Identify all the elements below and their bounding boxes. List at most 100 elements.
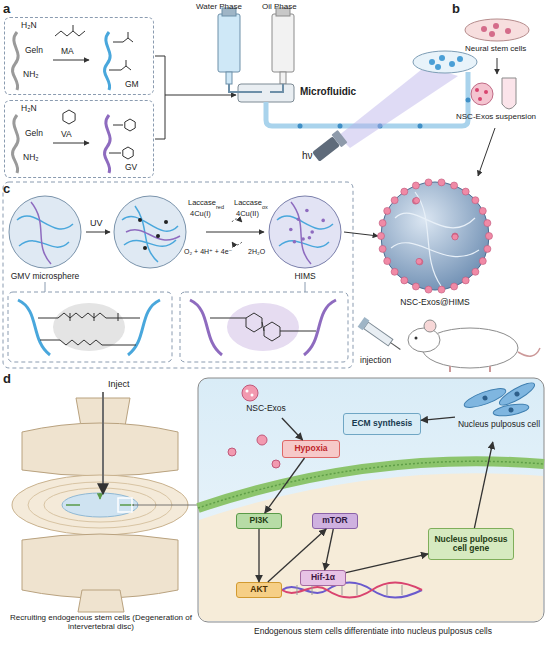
illustration-shape — [132, 505, 198, 506]
panel-letter: c — [3, 182, 10, 196]
illustration-shape — [272, 460, 280, 468]
illustration-shape — [118, 498, 132, 512]
gene-box: Nucleus pulposus cell gene — [428, 528, 514, 560]
illustration-shape — [18, 300, 50, 355]
illustration-shape — [450, 366, 490, 372]
illustration-shape — [492, 402, 529, 418]
pathway-box: Hypoxia — [282, 440, 340, 458]
annotation: Recruiting endogenous stem cells (Degene… — [4, 614, 198, 632]
illustration-shape — [408, 328, 440, 352]
panel-letter: Microfluidic — [300, 86, 356, 97]
illustration-shape — [416, 259, 422, 265]
exosome: NSC-Exos — [238, 384, 294, 418]
illustration-shape — [479, 258, 486, 265]
flow-arrow — [344, 232, 378, 236]
illustration-shape — [465, 19, 529, 41]
illustration-shape — [301, 237, 305, 241]
illustration-shape — [55, 25, 85, 36]
illustration-shape — [472, 197, 479, 204]
catechol-crosslink — [180, 292, 348, 362]
annotation: Endogenous stem cells differentiate into… — [202, 627, 544, 636]
node-text: Hypoxia — [294, 444, 327, 453]
illustration-shape — [321, 219, 325, 223]
illustration-shape — [165, 95, 236, 96]
annotation: NSC-Exos suspension — [456, 113, 536, 122]
laccase-cycle — [206, 219, 264, 245]
loaded-microsphere-shape — [375, 178, 495, 312]
illustration-shape — [53, 143, 89, 144]
illustration-shape — [226, 72, 232, 84]
illustration-shape — [269, 196, 341, 268]
spine — [12, 392, 198, 612]
illustration-shape — [128, 300, 160, 355]
annotation: Neural stem cells — [465, 45, 526, 54]
node-text: Nucleus pulposus cell gene — [429, 535, 513, 554]
illustration-shape — [277, 216, 333, 247]
node-text: NSC-Exos@HIMS — [375, 298, 495, 307]
node-text: HIMS — [260, 272, 350, 281]
illustration-shape — [391, 268, 398, 275]
illustration-shape — [242, 385, 258, 401]
illustration-shape — [198, 378, 544, 622]
illustration-shape — [493, 23, 499, 29]
illustration-shape — [489, 31, 495, 37]
node-text: ECM synthesis — [352, 419, 412, 428]
node-text: GV — [125, 163, 137, 172]
illustration-shape — [492, 402, 529, 418]
annotation: 2H₂O — [248, 248, 265, 256]
reaction-box: H₂NGelnNH₂VAGV — [4, 100, 154, 178]
illustration-shape — [38, 313, 140, 345]
illustration-shape — [232, 242, 242, 245]
illustration-shape — [297, 217, 301, 221]
illustration-shape — [305, 209, 309, 213]
illustration-shape — [297, 585, 402, 595]
illustration-shape — [514, 391, 521, 398]
illustration-shape — [391, 192, 479, 286]
illustration-shape — [452, 233, 458, 239]
cell-group-shape — [455, 384, 543, 442]
illustration-shape — [451, 182, 458, 189]
ecm-box: ECM synthesis — [343, 413, 421, 435]
illustration-shape — [62, 493, 138, 517]
illustration-shape — [125, 119, 135, 131]
annotation: red — [216, 204, 224, 210]
illustration-shape — [104, 32, 110, 90]
illustration-shape — [438, 179, 445, 186]
illustration-shape — [384, 258, 391, 265]
illustration-shape — [412, 182, 419, 189]
illustration-shape — [104, 115, 110, 173]
illustration-shape — [378, 233, 385, 240]
light-lamp — [311, 66, 458, 163]
illustration-shape — [180, 292, 348, 362]
annotation: Laccase — [234, 199, 262, 207]
annotation: Oil Phase — [262, 3, 297, 12]
illustration-shape — [138, 218, 142, 222]
illustration-shape — [379, 220, 386, 227]
illustration-shape — [518, 348, 540, 356]
cell-group: Nucleus pulposus cell — [455, 384, 543, 442]
pathway-arrow — [282, 418, 303, 440]
illustration-shape — [438, 286, 445, 293]
illustration-shape — [478, 97, 482, 101]
pathway-arrow — [325, 529, 334, 570]
illustration-shape — [190, 300, 222, 355]
illustration-shape — [246, 313, 262, 332]
annotation: Inject — [108, 380, 130, 390]
illustration-shape — [66, 493, 134, 505]
pathway-box: PI3K — [236, 513, 282, 529]
node-text: MA — [61, 47, 74, 56]
illustration-shape — [462, 188, 469, 195]
flow-arrow — [497, 58, 498, 74]
illustration-shape — [418, 124, 423, 129]
illustration-shape — [308, 236, 312, 240]
illustration-shape — [381, 182, 489, 290]
pathway-box: mTOR — [312, 513, 358, 529]
pathway-arrow — [346, 554, 428, 573]
illustration-shape — [482, 395, 488, 401]
crosslinked-sphere — [114, 196, 186, 268]
node-text: Nucleus pulposus cell — [455, 420, 543, 429]
illustration-shape — [413, 198, 419, 204]
illustration-shape — [143, 246, 147, 250]
microsphere: HIMS — [260, 194, 350, 286]
illustration-shape — [156, 234, 160, 238]
